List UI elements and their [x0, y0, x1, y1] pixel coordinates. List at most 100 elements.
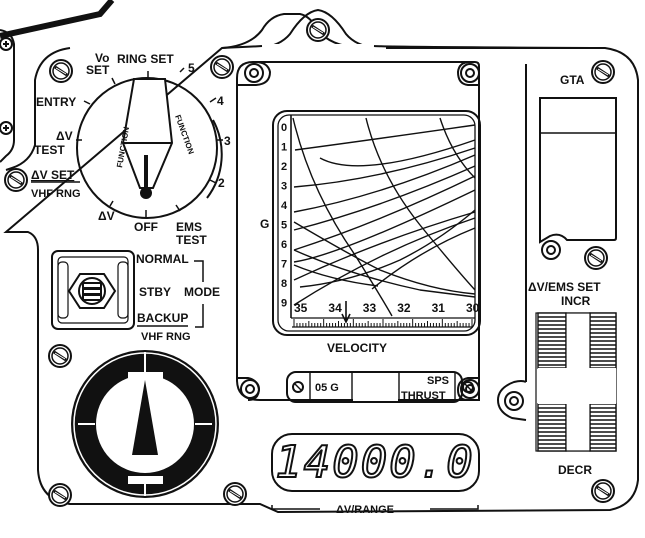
- label-mode-vhf-rng: VHF RNG: [141, 331, 191, 343]
- gv-curve: [371, 227, 476, 290]
- gta-indicator: [539, 97, 617, 260]
- gv-curve: [293, 189, 476, 263]
- label-sps: SPS: [427, 375, 449, 387]
- g-tick-label: 1: [281, 142, 287, 154]
- roll-pointer: [132, 380, 158, 455]
- gv-curve: [293, 154, 476, 213]
- label-normal: NORMAL: [136, 252, 189, 266]
- gv-curve: [365, 117, 476, 291]
- label-dv: ΔV: [98, 209, 115, 223]
- gv-curve: [319, 139, 476, 167]
- panel-outline: [3, 13, 639, 514]
- gv-curve: [293, 264, 379, 287]
- slotted-screw: [591, 60, 615, 84]
- knob-label-right: FUNCTION: [173, 114, 196, 156]
- g-scale: 0 1 2 3 4 5 6 7 8 9: [281, 122, 288, 310]
- label-pos-3: 3: [224, 134, 231, 148]
- gv-curve: [292, 117, 393, 317]
- g-tick-label: 3: [281, 181, 287, 193]
- g-tick-label: 7: [281, 259, 287, 271]
- roll-attitude-indicator: [71, 350, 219, 498]
- slotted-screw: [48, 344, 72, 368]
- label-entry: ENTRY: [36, 95, 76, 109]
- slotted-screw: [223, 482, 247, 506]
- counter-digits: 14000.0: [275, 437, 474, 488]
- mode-switch[interactable]: [51, 250, 135, 330]
- slotted-screw: [49, 59, 73, 83]
- label-off: OFF: [134, 220, 158, 234]
- gv-curve: [293, 175, 476, 251]
- label-backup: BACKUP: [137, 311, 188, 325]
- gv-curve: [293, 211, 476, 281]
- label-pos-4: 4: [217, 94, 224, 108]
- velocity-tick-label: 31: [432, 301, 446, 315]
- velocity-pointer-arrow: [341, 301, 351, 324]
- gv-curve: [294, 124, 476, 151]
- label-vo: Vo: [95, 51, 109, 65]
- label-mode: MODE: [184, 285, 220, 299]
- label-pos-2: 2: [218, 176, 225, 190]
- adjacent-panel-edge: [0, 0, 115, 39]
- knob-pointer-tip: [140, 187, 152, 199]
- label-incr: INCR: [561, 294, 591, 308]
- mount-hole: [504, 391, 524, 411]
- slotted-screw: [591, 479, 615, 503]
- top-tab: [259, 8, 377, 49]
- g-tick-label: 8: [281, 278, 287, 290]
- g-tick-label: 5: [281, 220, 287, 232]
- gv-curve: [293, 217, 476, 306]
- indicator-strip: [286, 371, 474, 403]
- phillips-screw: [0, 121, 13, 135]
- g-tick-label: 6: [281, 239, 287, 251]
- velocity-tick-label: 30: [466, 301, 480, 315]
- adjacent-panel-left: [0, 29, 15, 163]
- label-gta: GTA: [560, 73, 585, 87]
- gv-curve: [439, 117, 476, 179]
- label-test: TEST: [34, 143, 65, 157]
- slotted-screw: [584, 246, 608, 270]
- velocity-tick-label: 35: [294, 301, 308, 315]
- label-dv-ems-set: ΔV/EMS SET: [528, 280, 601, 294]
- slew-rib-block: [589, 312, 617, 369]
- label-g: G: [260, 217, 269, 231]
- label-velocity: VELOCITY: [327, 341, 387, 355]
- label-ems-test: TEST: [176, 233, 207, 247]
- label-dv-range: ΔV/RANGE: [336, 504, 394, 516]
- gv-curve: [293, 249, 476, 298]
- slotted-screw: [210, 55, 234, 79]
- gv-curve: [293, 165, 476, 231]
- slew-rib-block: [537, 403, 567, 452]
- slotted-screw: [48, 483, 72, 507]
- label-vo-set: SET: [86, 63, 110, 77]
- slew-rib-block: [537, 312, 567, 369]
- label-ems: EMS: [176, 220, 202, 234]
- velocity-tick-label: 32: [397, 301, 411, 315]
- label-dv-set: ΔV SET: [31, 168, 75, 182]
- label-stby: STBY: [139, 285, 171, 299]
- label-vhf-rng: VHF RNG: [31, 188, 81, 200]
- label-pos-5: 5: [188, 61, 195, 75]
- gv-curve: [293, 221, 476, 295]
- label-dv-test: ΔV: [56, 129, 73, 143]
- g-tick-label: 9: [281, 298, 287, 310]
- g-tick-label: 2: [281, 161, 287, 173]
- function-switch[interactable]: FUNCTION FUNCTION: [76, 67, 223, 219]
- label-ring-set: RING SET: [117, 52, 174, 66]
- gv-curve: [293, 147, 476, 188]
- velocity-tick-label: 33: [363, 301, 377, 315]
- slew-rib-block: [589, 403, 617, 452]
- label-decr: DECR: [558, 463, 592, 477]
- dv-range-counter: 14000.0: [271, 433, 480, 492]
- g-tick-label: 4: [281, 200, 288, 212]
- dv-ems-slew-switch[interactable]: [535, 312, 617, 452]
- 05g-light: [353, 373, 398, 401]
- gv-curve: [299, 209, 476, 288]
- slotted-screw: [4, 168, 28, 192]
- label-thrust: THRUST: [401, 390, 446, 402]
- phillips-screw: [0, 37, 13, 51]
- g-tick-label: 0: [281, 122, 287, 134]
- slotted-screw: [306, 18, 330, 42]
